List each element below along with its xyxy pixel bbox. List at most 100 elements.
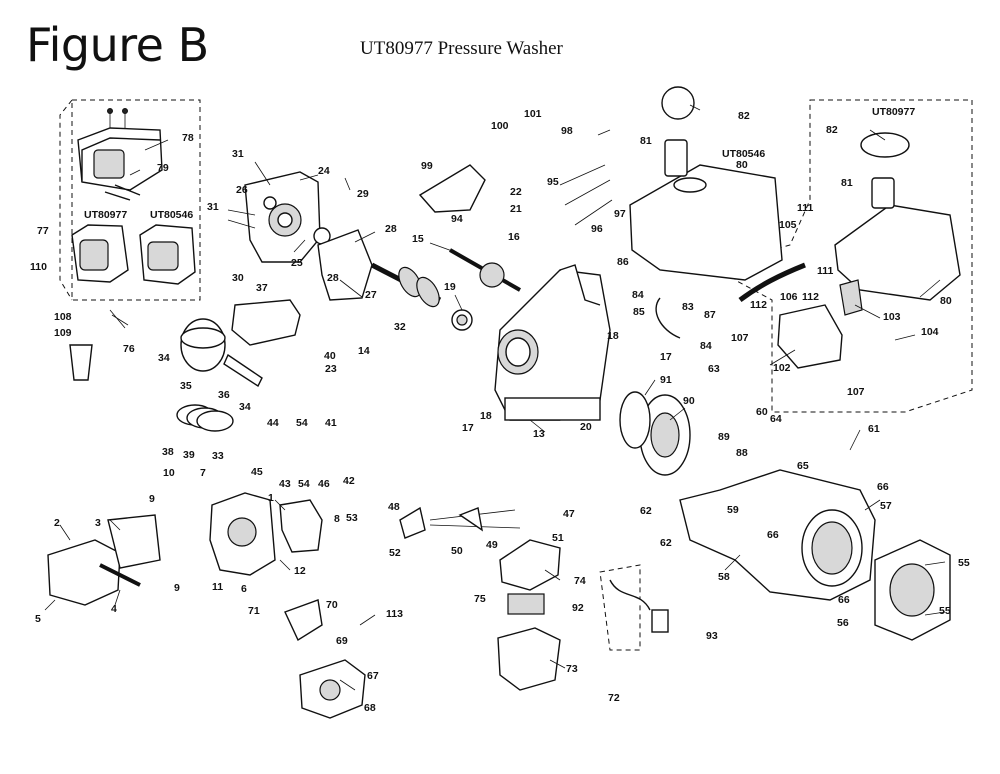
wiring-harness [609, 579, 669, 633]
callout-22: 22 [510, 186, 522, 198]
callout-66a: 66 [877, 481, 889, 493]
callout-11: 11 [212, 581, 223, 593]
cylinder-head [209, 492, 323, 576]
callout-107a: 107 [731, 332, 749, 344]
governor-linkage [399, 506, 521, 539]
callout-58: 58 [718, 571, 730, 583]
callout-41: 41 [325, 417, 337, 429]
callout-16: 16 [508, 231, 520, 243]
box-label-ut80977-tank: UT80977 [872, 106, 915, 118]
callout-53: 53 [346, 512, 358, 524]
callout-52: 52 [389, 547, 401, 559]
callout-111a: 111 [797, 202, 814, 214]
callout-31a: 31 [232, 148, 244, 160]
callout-10: 10 [163, 467, 175, 479]
callout-85: 85 [633, 306, 645, 318]
callout-81a: 81 [640, 135, 652, 147]
callout-73: 73 [566, 663, 578, 675]
callout-32: 32 [394, 321, 406, 333]
box-label-ut80546-air: UT80546 [150, 209, 193, 221]
ut80977-tank-variant-box [734, 99, 973, 413]
callout-9a: 9 [149, 493, 155, 505]
callout-28a: 28 [385, 223, 397, 235]
callout-47: 47 [563, 508, 575, 520]
engine-block [451, 264, 611, 421]
callout-57: 57 [880, 500, 892, 512]
callout-95: 95 [547, 176, 559, 188]
callout-91: 91 [660, 374, 672, 386]
callout-100: 100 [491, 120, 509, 132]
carburetor [284, 599, 366, 719]
callout-31b: 31 [207, 201, 219, 213]
callout-50: 50 [451, 545, 463, 557]
callout-20: 20 [580, 421, 592, 433]
callout-48: 48 [388, 501, 400, 513]
callout-107b: 107 [847, 386, 865, 398]
air-cleaner-ut80977 [71, 224, 129, 283]
callout-113: 113 [386, 608, 403, 620]
callout-15: 15 [412, 233, 424, 245]
callout-83: 83 [682, 301, 694, 313]
callout-54a: 54 [296, 417, 308, 429]
box-label-ut80977-air: UT80977 [84, 209, 127, 221]
callout-18b: 18 [480, 410, 492, 422]
callout-99: 99 [421, 160, 433, 172]
callout-62b: 62 [660, 537, 672, 549]
wiring-harness-box [599, 564, 641, 651]
callout-81b: 81 [841, 177, 853, 189]
callout-42: 42 [343, 475, 355, 487]
piston-assembly [176, 299, 301, 432]
callout-55b: 55 [939, 605, 951, 617]
callout-54b: 54 [298, 478, 310, 490]
callout-55a: 55 [958, 557, 970, 569]
ignition-coil-ring [619, 391, 651, 449]
callout-93: 93 [706, 630, 718, 642]
callout-69: 69 [336, 635, 348, 647]
callout-1: 1 [268, 492, 274, 504]
callout-3: 3 [95, 517, 101, 529]
air-filter-housing [497, 539, 561, 691]
callout-108: 108 [54, 311, 72, 323]
callout-106: 106 [780, 291, 798, 303]
callout-19: 19 [444, 281, 456, 293]
callout-63: 63 [708, 363, 720, 375]
callout-46: 46 [318, 478, 330, 490]
callout-24: 24 [318, 165, 330, 177]
callout-56: 56 [837, 617, 849, 629]
flywheel-fan [639, 394, 691, 476]
callout-97: 97 [614, 208, 626, 220]
callout-84a: 84 [632, 289, 644, 301]
callout-75: 75 [474, 593, 486, 605]
valve-cover [47, 514, 161, 606]
fuel-tank-ut80977 [834, 132, 961, 301]
callout-70: 70 [326, 599, 338, 611]
callout-44: 44 [267, 417, 279, 429]
callout-112b: 112 [802, 291, 819, 303]
callout-12: 12 [294, 565, 306, 577]
callout-17b: 17 [462, 422, 474, 434]
callout-65: 65 [797, 460, 809, 472]
callout-59: 59 [727, 504, 739, 516]
callout-38: 38 [162, 446, 174, 458]
callout-76: 76 [123, 343, 135, 355]
callout-90: 90 [683, 395, 695, 407]
callout-84b: 84 [700, 340, 712, 352]
callout-89: 89 [718, 431, 730, 443]
callout-74: 74 [574, 575, 586, 587]
callout-17a: 17 [660, 351, 672, 363]
callout-103: 103 [883, 311, 901, 323]
callout-25: 25 [291, 257, 303, 269]
box-label-ut80546-tank: UT80546 [722, 148, 765, 160]
crankshaft [370, 262, 442, 308]
callout-94: 94 [451, 213, 463, 225]
callout-82a: 82 [738, 110, 750, 122]
fuel-hose-85 [655, 297, 681, 339]
callout-5: 5 [35, 613, 41, 625]
callout-109: 109 [54, 327, 72, 339]
callout-28b: 28 [327, 272, 339, 284]
callout-18a: 18 [607, 330, 619, 342]
callout-36: 36 [218, 389, 230, 401]
callout-8: 8 [334, 513, 340, 525]
callout-21: 21 [510, 203, 522, 215]
